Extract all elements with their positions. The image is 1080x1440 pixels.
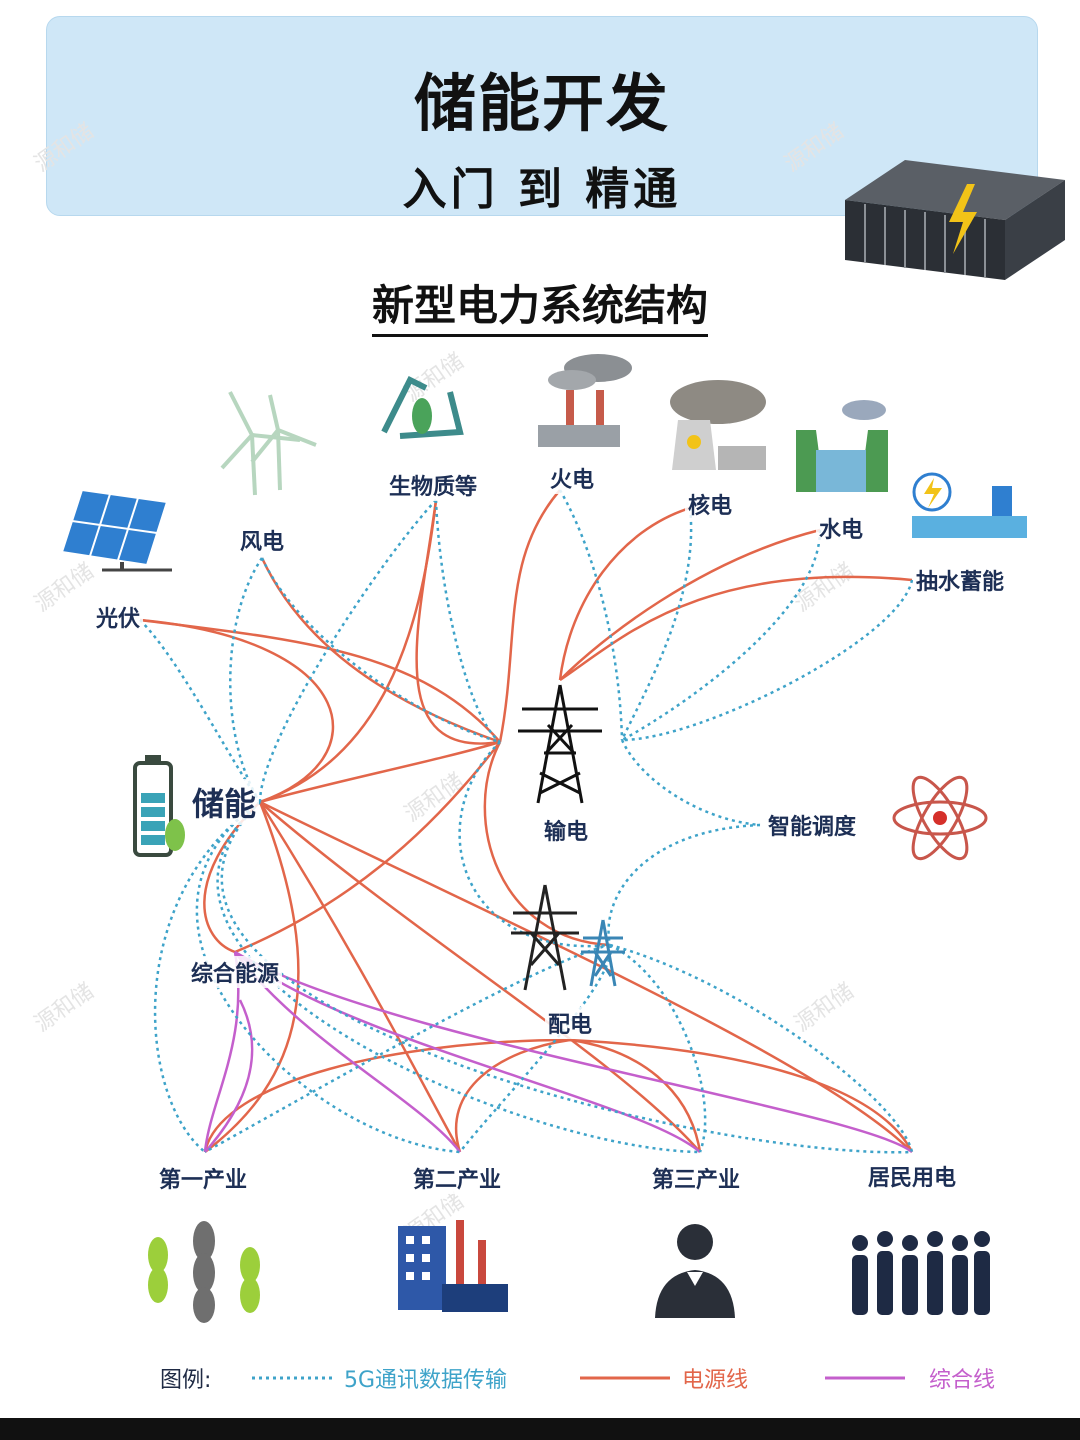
data-line [220, 801, 913, 1154]
businessman-icon [655, 1224, 735, 1318]
node-pv: 光伏 [92, 601, 144, 633]
legend-item-data: 5G通讯数据传输 [252, 1362, 507, 1394]
legend-swatch-data [252, 1376, 336, 1380]
power-line [483, 741, 611, 947]
data-line [195, 800, 461, 1154]
node-storage: 储能 [188, 779, 260, 825]
legend: 图例: 5G通讯数据传输 电源线 综合线 [160, 1362, 1040, 1398]
data-line [621, 529, 822, 742]
crowd-icon [852, 1231, 990, 1315]
node-wind: 风电 [236, 524, 288, 556]
data-line [434, 499, 501, 744]
power-line [258, 801, 462, 1153]
legend-swatch-power [580, 1376, 670, 1380]
node-nuclear: 核电 [684, 488, 736, 520]
power-line [498, 489, 561, 743]
power-line [260, 557, 501, 744]
header-subtitle: 入门 到 精通 [402, 164, 682, 215]
pumped-storage-icon [912, 472, 1027, 538]
container-storage-icon [845, 160, 1065, 280]
power-line [454, 1038, 571, 1153]
power-line [234, 741, 501, 954]
data-line [260, 557, 501, 744]
data-line [229, 557, 264, 803]
power-line [569, 1038, 702, 1153]
legend-item-power: 电源线 [580, 1362, 748, 1394]
legend-swatch-composite [825, 1376, 905, 1380]
factory-icon [398, 1220, 508, 1312]
data-line [609, 943, 914, 1153]
atom-icon [892, 775, 988, 861]
data-line [153, 800, 261, 1153]
power-line [559, 528, 821, 681]
header-title: 储能开发 [413, 67, 670, 140]
data-line [620, 507, 693, 741]
data-line [621, 579, 914, 742]
node-secondary-industry: 第二产业 [409, 1162, 505, 1194]
wind-turbine-icon [220, 391, 317, 496]
battery-icon [133, 755, 185, 857]
node-integrated-energy: 综合能源 [187, 956, 283, 988]
power-line [139, 618, 335, 804]
solar-panel-icon [60, 488, 172, 572]
power-line [569, 1038, 914, 1153]
section-title: 新型电力系统结构 [0, 272, 1080, 337]
legend-label-power: 电源线 [682, 1368, 749, 1393]
power-line [259, 800, 913, 1153]
composite-line [234, 950, 913, 1153]
power-line [259, 801, 701, 1153]
legend-title-text: 图例: [160, 1368, 212, 1393]
bottom-bar [0, 1418, 1080, 1440]
node-thermal: 火电 [546, 462, 598, 494]
header-banner: 储能开发 入门 到 精通 [46, 16, 1038, 216]
node-distribution: 配电 [544, 1007, 596, 1039]
data-line [620, 739, 761, 827]
composite-line [204, 999, 254, 1153]
node-biomass: 生物质等 [385, 469, 481, 501]
composite-line [234, 951, 701, 1153]
data-line [459, 944, 612, 1153]
section-title-text: 新型电力系统结构 [371, 281, 708, 337]
recycle-icon [381, 375, 464, 439]
data-line [607, 823, 761, 946]
data-line [558, 489, 624, 741]
node-pumped-storage: 抽水蓄能 [912, 564, 1008, 596]
node-primary-industry: 第一产业 [155, 1162, 251, 1194]
data-line [216, 801, 701, 1154]
nuclear-plant-icon [670, 380, 766, 470]
transmission-tower-icon [518, 684, 602, 804]
thermal-plant-icon [538, 354, 632, 447]
node-residential: 居民用电 [864, 1160, 960, 1192]
power-line [415, 499, 501, 745]
legend-label-data: 5G通讯数据传输 [344, 1368, 508, 1393]
hydro-dam-icon [796, 400, 888, 492]
power-line [559, 575, 913, 682]
node-transmission: 输电 [540, 814, 592, 846]
node-hydro: 水电 [815, 512, 867, 544]
legend-item-composite: 综合线 [825, 1362, 995, 1394]
legend-title: 图例: [160, 1362, 211, 1394]
distribution-tower-icon [511, 884, 625, 991]
node-smart-dispatch: 智能调度 [764, 809, 860, 841]
node-tertiary-industry: 第三产业 [648, 1162, 744, 1194]
legend-label-composite: 综合线 [929, 1368, 996, 1393]
data-line [609, 943, 707, 1153]
power-line [203, 1038, 571, 1153]
wheat-icon [148, 1221, 260, 1323]
power-line [259, 740, 501, 804]
power-line [139, 618, 501, 743]
power-line [558, 506, 691, 681]
